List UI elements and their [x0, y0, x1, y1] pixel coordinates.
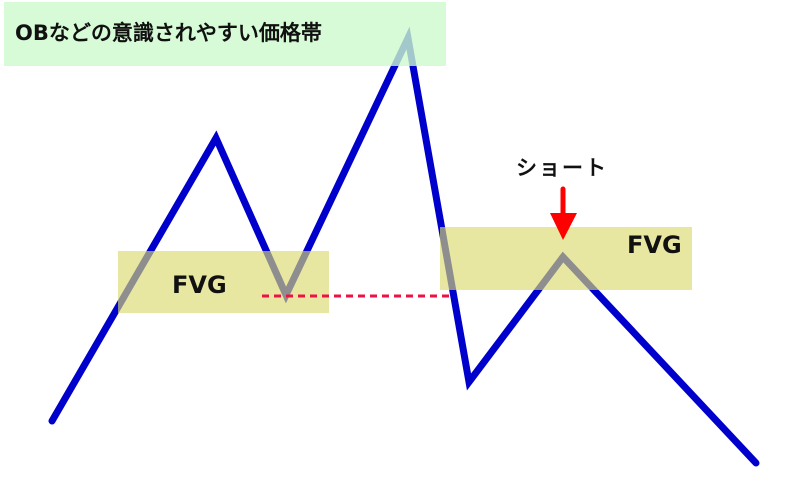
fvg-zone-right — [440, 227, 692, 290]
ob-zone-label: OBなどの意識されやすい価格帯 — [15, 21, 322, 45]
fvg-right-label: FVG — [627, 231, 682, 259]
fvg-zone-left — [118, 251, 329, 313]
ob-zone-box — [4, 2, 446, 66]
short-label: ショート — [516, 156, 608, 180]
short-arrow-icon — [550, 186, 577, 240]
fvg-left-label: FVG — [172, 271, 227, 299]
